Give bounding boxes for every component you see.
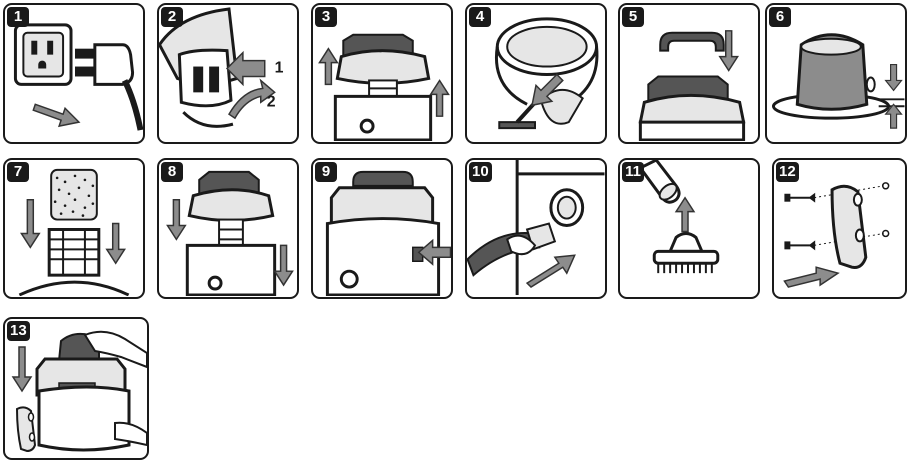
step-panel-11: 11 xyxy=(618,158,760,299)
inlet-port-icon xyxy=(551,190,583,226)
arrow-icon xyxy=(275,245,293,285)
arrow-icon xyxy=(784,267,838,287)
wall-bracket-icon xyxy=(17,407,35,451)
step-panel-1: 1 xyxy=(3,3,145,144)
vacuum-icon xyxy=(327,172,438,295)
step-number: 11 xyxy=(622,162,644,182)
step-number: 7 xyxy=(7,162,29,182)
vacuum-head-icon xyxy=(335,35,430,140)
gap-indicator-icon xyxy=(867,65,905,129)
arrow-icon xyxy=(676,198,694,232)
step-panel-5: 5 xyxy=(618,3,760,144)
step-number: 13 xyxy=(7,321,30,341)
step-panel-3: 3 xyxy=(311,3,453,144)
arrow-icon xyxy=(13,347,31,391)
step-number: 4 xyxy=(469,7,491,27)
step-number: 9 xyxy=(315,162,337,182)
foam-sleeve-icon xyxy=(51,170,97,220)
arrow-icon xyxy=(21,200,39,248)
vacuum-head-icon xyxy=(640,76,743,140)
arrow-icon xyxy=(107,224,125,264)
vacuum-head-icon xyxy=(187,172,274,295)
step-panel-4: 4 xyxy=(465,3,607,144)
step-number: 1 xyxy=(7,7,29,27)
callout-2: 2 xyxy=(267,93,276,110)
step-number: 12 xyxy=(776,162,799,182)
wall-bracket-icon xyxy=(832,186,866,267)
step-panel-2: 2 1 2 xyxy=(157,3,299,144)
step-number: 5 xyxy=(622,7,644,27)
wall-outlet-icon xyxy=(15,25,71,85)
filter-bag-icon xyxy=(773,35,888,118)
floor-nozzle-icon xyxy=(654,233,718,273)
arrow-icon xyxy=(33,104,79,126)
step-panel-12: 12 xyxy=(772,158,907,299)
step-panel-7: 7 xyxy=(3,158,145,299)
step-panel-9: 9 xyxy=(311,158,453,299)
step-panel-13: 13 xyxy=(3,317,149,460)
step-number: 6 xyxy=(769,7,791,27)
arrow-icon xyxy=(167,200,185,240)
step-number: 10 xyxy=(469,162,492,182)
power-plug-icon xyxy=(75,45,141,130)
step-number: 8 xyxy=(161,162,183,182)
wand-tube-icon xyxy=(640,160,679,203)
step-number: 2 xyxy=(161,7,183,27)
arrow-icon xyxy=(431,80,449,116)
step-panel-10: 10 xyxy=(465,158,607,299)
step-number: 3 xyxy=(315,7,337,27)
callout-1: 1 xyxy=(275,60,284,77)
step-panel-6: 6 xyxy=(765,3,907,144)
arrow-icon xyxy=(319,49,337,85)
handle-icon xyxy=(660,33,724,51)
hose-icon xyxy=(468,224,555,276)
arrow-icon xyxy=(527,255,575,287)
step-panel-8: 8 xyxy=(157,158,299,299)
